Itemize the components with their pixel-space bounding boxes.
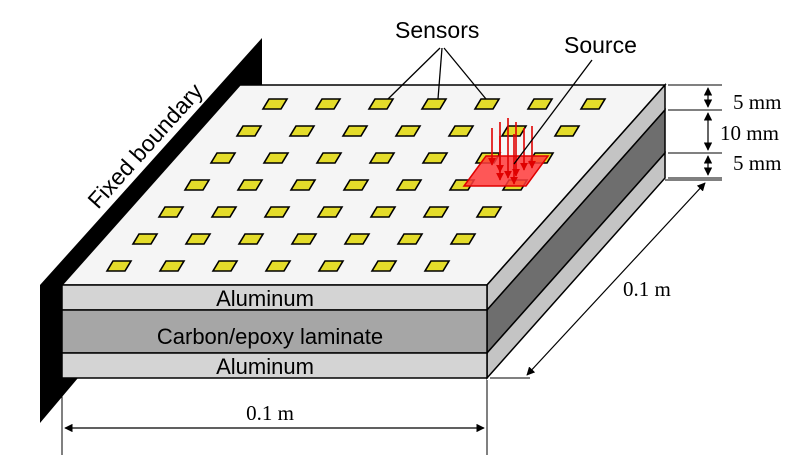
sensor [423, 260, 451, 272]
source-label: Source [564, 32, 637, 58]
sensor [288, 125, 316, 137]
front-layer-top [61, 284, 488, 311]
sensor [157, 206, 185, 218]
sensor [368, 152, 396, 164]
sensors-leader-1 [387, 47, 441, 100]
layer-bottom-label: Aluminum [216, 354, 314, 379]
front-layer-middle [61, 309, 488, 354]
sensor [341, 125, 369, 137]
sensor [421, 152, 449, 164]
sensor [209, 152, 237, 164]
depth-dimension-line [526, 182, 706, 376]
sensor [422, 206, 450, 218]
sensor [475, 206, 503, 218]
sensor [289, 179, 317, 191]
sensor [131, 233, 159, 245]
source [462, 118, 550, 187]
sensor [316, 206, 344, 218]
sensor [526, 98, 554, 110]
sensor [342, 179, 370, 191]
sensor [370, 260, 398, 272]
layer-middle-label: Carbon/epoxy laminate [157, 324, 383, 349]
thickness-top-label: 5 mm [733, 90, 781, 114]
sensor [449, 233, 477, 245]
sensor [396, 233, 424, 245]
sensor [369, 206, 397, 218]
sensor [183, 179, 211, 191]
sensor [343, 233, 371, 245]
front-layer-bottom [61, 352, 488, 379]
depth-label: 0.1 m [623, 277, 671, 301]
layer-top-label: Aluminum [216, 286, 314, 311]
sensor [317, 260, 345, 272]
sensor [579, 98, 607, 110]
sensor [262, 152, 290, 164]
sensor [314, 98, 342, 110]
sensors-label: Sensors [395, 17, 479, 43]
sensor [235, 125, 263, 137]
sensor [473, 98, 501, 110]
thickness-bottom-label: 5 mm [733, 151, 781, 175]
sensor [105, 260, 133, 272]
sensor [394, 125, 422, 137]
sensors-leader-3 [443, 47, 487, 100]
sensor [447, 125, 475, 137]
sensor [290, 233, 318, 245]
thickness-dimensions [668, 84, 722, 179]
sensor [210, 206, 238, 218]
sensor [367, 98, 395, 110]
sensor [264, 260, 292, 272]
sensor [158, 260, 186, 272]
sensor [263, 206, 291, 218]
sensor [236, 179, 264, 191]
sensor [184, 233, 212, 245]
sensor [237, 233, 265, 245]
sensor [315, 152, 343, 164]
sensor [211, 260, 239, 272]
thickness-middle-label: 10 mm [720, 121, 779, 145]
sensors-leader-2 [437, 47, 443, 100]
sensor [553, 125, 581, 137]
sensor [395, 179, 423, 191]
sensor [261, 98, 289, 110]
source-force-arrows [488, 118, 536, 185]
width-label: 0.1 m [246, 401, 294, 425]
sensor-grid [105, 98, 607, 272]
sensor [420, 98, 448, 110]
source-leader [513, 59, 593, 165]
